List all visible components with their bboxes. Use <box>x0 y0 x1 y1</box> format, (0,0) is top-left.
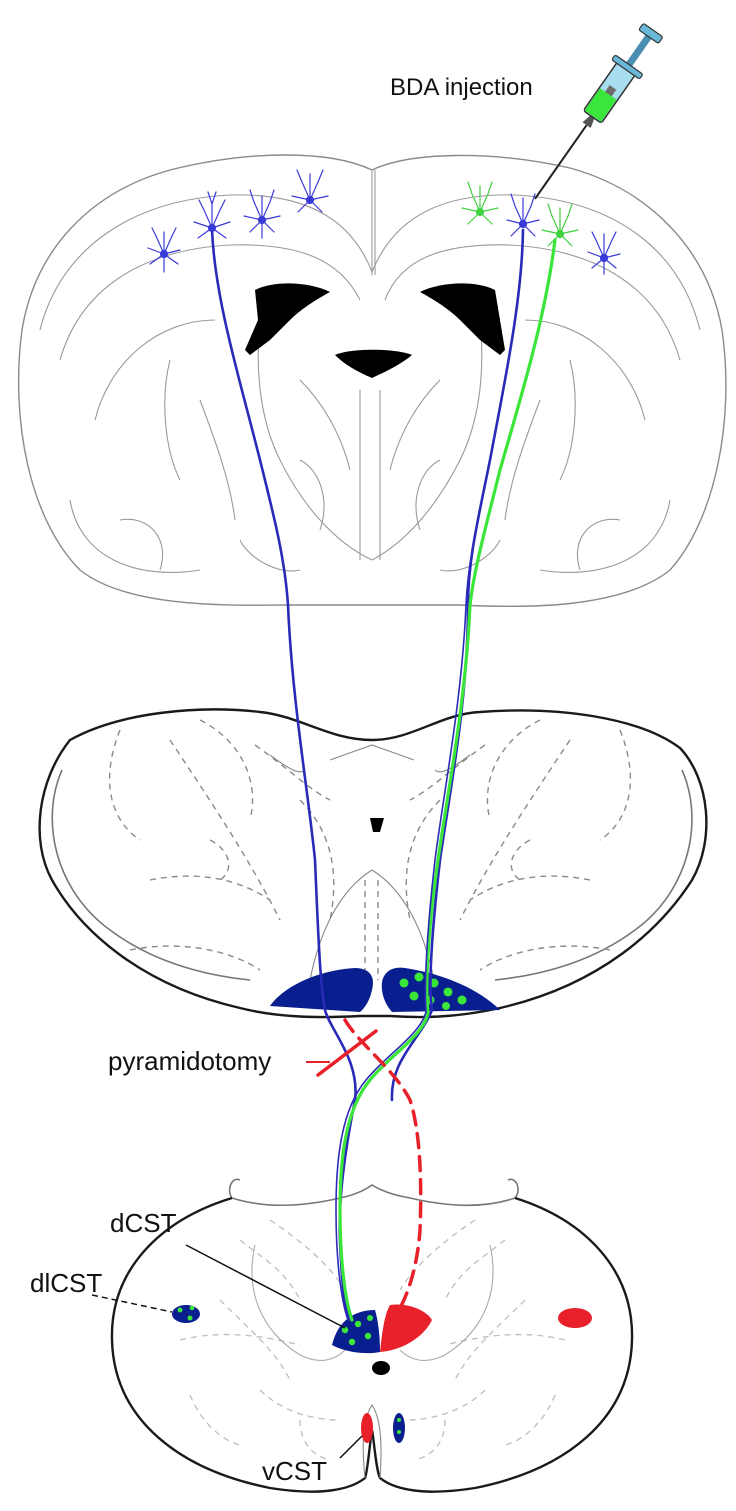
lesion-dashed-path <box>345 1020 421 1308</box>
neuron-blue-2 <box>194 192 230 238</box>
dlcst-label: dlCST <box>30 1268 102 1298</box>
brain-coronal-section <box>19 155 726 606</box>
axon-blue-left <box>212 230 356 1320</box>
neuron-green-1 <box>462 182 498 224</box>
dlcst-tract-left <box>172 1305 200 1323</box>
bda-injection-label: BDA injection <box>390 74 533 101</box>
neuron-blue-4 <box>292 170 328 212</box>
third-ventricle <box>335 350 412 378</box>
vcst-leader <box>340 1436 362 1458</box>
dlcst-tract-right-lesioned <box>558 1308 592 1328</box>
pyramid-right <box>382 968 500 1012</box>
syringe-icon <box>521 20 667 208</box>
dcst-label: dCST <box>110 1208 177 1238</box>
dcst-tract-left <box>332 1310 380 1353</box>
vcst-label: vCST <box>262 1456 327 1486</box>
lateral-ventricle-right <box>420 283 505 355</box>
vcst-tract-left-lesioned <box>361 1413 373 1443</box>
neuron-blue-1 <box>148 228 180 272</box>
pyramidotomy-cut-mark <box>318 1031 376 1075</box>
dcst-leader <box>186 1245 345 1328</box>
pyramidotomy-label: pyramidotomy <box>108 1046 271 1076</box>
medulla-section <box>40 709 707 1017</box>
vcst-tract-right <box>393 1413 405 1443</box>
dcst-tract-right-lesioned <box>380 1304 432 1352</box>
dlcst-leader <box>92 1295 172 1312</box>
axon-tracts <box>212 230 555 1320</box>
cortical-neurons <box>148 170 620 274</box>
spinal-cord-section <box>112 1179 632 1491</box>
lateral-ventricle-left <box>245 283 330 355</box>
fourth-ventricle <box>370 818 384 832</box>
neuron-blue-6 <box>588 232 620 274</box>
neuron-green-2 <box>542 204 578 246</box>
central-canal <box>372 1361 390 1375</box>
